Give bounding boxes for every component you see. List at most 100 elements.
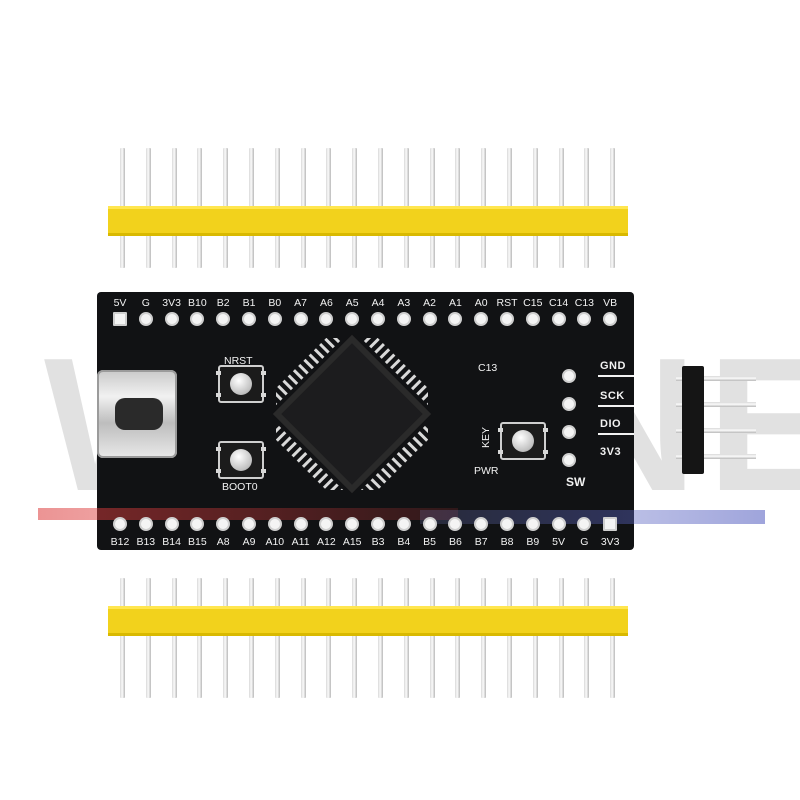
top-pin-label: C15 bbox=[523, 297, 543, 309]
mcu-pin bbox=[275, 431, 287, 442]
top-pin-label: B1 bbox=[242, 297, 256, 309]
top-pin-pad bbox=[190, 312, 205, 326]
bottom-pin-label: A10 bbox=[265, 536, 285, 548]
bottom-pin-label: A8 bbox=[216, 536, 230, 548]
mcu-pin bbox=[312, 467, 324, 479]
mcu-pin bbox=[317, 472, 329, 484]
mcu-pin bbox=[410, 379, 422, 391]
top-pin-label: C14 bbox=[548, 297, 569, 309]
bottom-pin-label: A11 bbox=[291, 536, 310, 548]
mcu-pin bbox=[277, 384, 288, 396]
bottom-header-pin bbox=[403, 578, 409, 698]
mcu-pin bbox=[407, 441, 418, 453]
bottom-pin-pad bbox=[242, 517, 256, 531]
mcu-pin bbox=[281, 436, 292, 447]
mcu-pin bbox=[322, 478, 334, 489]
bottom-pin-pad bbox=[216, 517, 231, 531]
top-pin-label: A7 bbox=[294, 297, 308, 309]
bottom-pin-pad bbox=[319, 517, 334, 531]
mcu-pin bbox=[292, 369, 304, 380]
top-pin-pad bbox=[525, 312, 540, 326]
bottom-header-pin bbox=[532, 578, 538, 698]
swd-gnd-label: GND bbox=[600, 360, 626, 372]
swd-sck-label: SCK bbox=[600, 390, 625, 402]
bottom-pin-pad bbox=[371, 517, 385, 531]
c13-label: C13 bbox=[478, 362, 498, 374]
mcu-pin bbox=[282, 379, 294, 391]
bottom-pin-label: B5 bbox=[423, 536, 437, 548]
bottom-pin-pad bbox=[293, 517, 308, 531]
top-pin-pad bbox=[396, 312, 411, 326]
top-pin-pad bbox=[242, 312, 256, 326]
mcu-pin bbox=[384, 353, 396, 365]
mcu-pin bbox=[405, 374, 417, 386]
bottom-header-pin bbox=[455, 578, 461, 698]
swd-pin-header bbox=[676, 366, 756, 474]
bottom-pin-label: B13 bbox=[136, 536, 156, 548]
top-pin-label: A3 bbox=[397, 297, 411, 309]
bottom-pin-label: 3V3 bbox=[600, 536, 620, 548]
bottom-pin-label: B4 bbox=[397, 536, 411, 548]
bottom-header-pin bbox=[378, 578, 383, 698]
mcu-pin bbox=[291, 446, 303, 458]
bottom-pin-header bbox=[108, 578, 628, 698]
bottom-header-pin bbox=[274, 578, 280, 698]
top-pin-label: A5 bbox=[345, 297, 359, 309]
swd-sck-line bbox=[598, 405, 634, 407]
top-pin-pad bbox=[500, 312, 514, 326]
mcu-pin bbox=[379, 348, 391, 359]
mcu-pin bbox=[380, 467, 392, 479]
swd-gnd-line bbox=[598, 375, 634, 377]
bottom-pin-pad bbox=[474, 517, 489, 531]
top-pin-label: VB bbox=[603, 297, 618, 309]
top-pin-pad bbox=[319, 312, 334, 326]
top-pin-pad bbox=[422, 312, 437, 326]
bottom-pin-pad bbox=[422, 517, 437, 531]
bottom-header-pin bbox=[352, 578, 358, 698]
top-pin-label: A1 bbox=[448, 297, 462, 309]
bottom-pin-label: A15 bbox=[342, 536, 362, 548]
top-pin-pad bbox=[138, 312, 153, 326]
top-header-plastic bbox=[108, 206, 628, 236]
pwr-label: PWR bbox=[474, 465, 499, 477]
mcu-pin bbox=[313, 348, 325, 359]
top-pin-label: A2 bbox=[423, 297, 437, 309]
mcu-pin bbox=[391, 457, 403, 468]
mcu-pin bbox=[421, 390, 433, 401]
bottom-pin-pad bbox=[190, 517, 205, 531]
top-pin-label: 5V bbox=[113, 297, 127, 309]
mcu-pin bbox=[307, 462, 318, 474]
top-pin-pad bbox=[113, 312, 127, 326]
watermark-blue-stripe bbox=[420, 510, 765, 524]
bottom-header-pin bbox=[558, 578, 564, 698]
bottom-header-pin bbox=[610, 578, 616, 698]
mcu-pin bbox=[329, 332, 341, 344]
mcu-pin bbox=[369, 337, 380, 349]
bottom-pin-pad bbox=[267, 517, 282, 531]
mcu-pin bbox=[370, 478, 382, 489]
top-pin-label: A4 bbox=[371, 297, 385, 309]
top-pin-label: 3V3 bbox=[162, 297, 181, 309]
bottom-pin-pad bbox=[525, 517, 540, 531]
bottom-pin-label: B12 bbox=[110, 536, 130, 548]
usb-c-connector bbox=[97, 370, 177, 458]
bottom-header-pin bbox=[197, 578, 203, 698]
bottom-pin-label: B7 bbox=[474, 536, 488, 548]
swd-pad bbox=[562, 397, 576, 411]
mcu-pin bbox=[286, 441, 297, 453]
boot0-label: BOOT0 bbox=[222, 481, 258, 493]
top-pin-label: RST bbox=[496, 297, 518, 309]
top-pin-header bbox=[108, 148, 628, 268]
sw-label: SW bbox=[566, 475, 586, 489]
bottom-pin-pad bbox=[345, 517, 360, 531]
key-button bbox=[498, 422, 548, 460]
nrst-label: NRST bbox=[224, 355, 253, 367]
bottom-header-pin bbox=[584, 578, 590, 698]
top-pin-label: B10 bbox=[188, 297, 207, 309]
bottom-header-pin bbox=[249, 578, 254, 698]
top-pin-pad bbox=[474, 312, 489, 326]
bottom-header-pin bbox=[223, 578, 229, 698]
boot0-button bbox=[216, 441, 266, 479]
bottom-pin-pad bbox=[138, 517, 153, 531]
top-pin-pad bbox=[448, 312, 463, 326]
